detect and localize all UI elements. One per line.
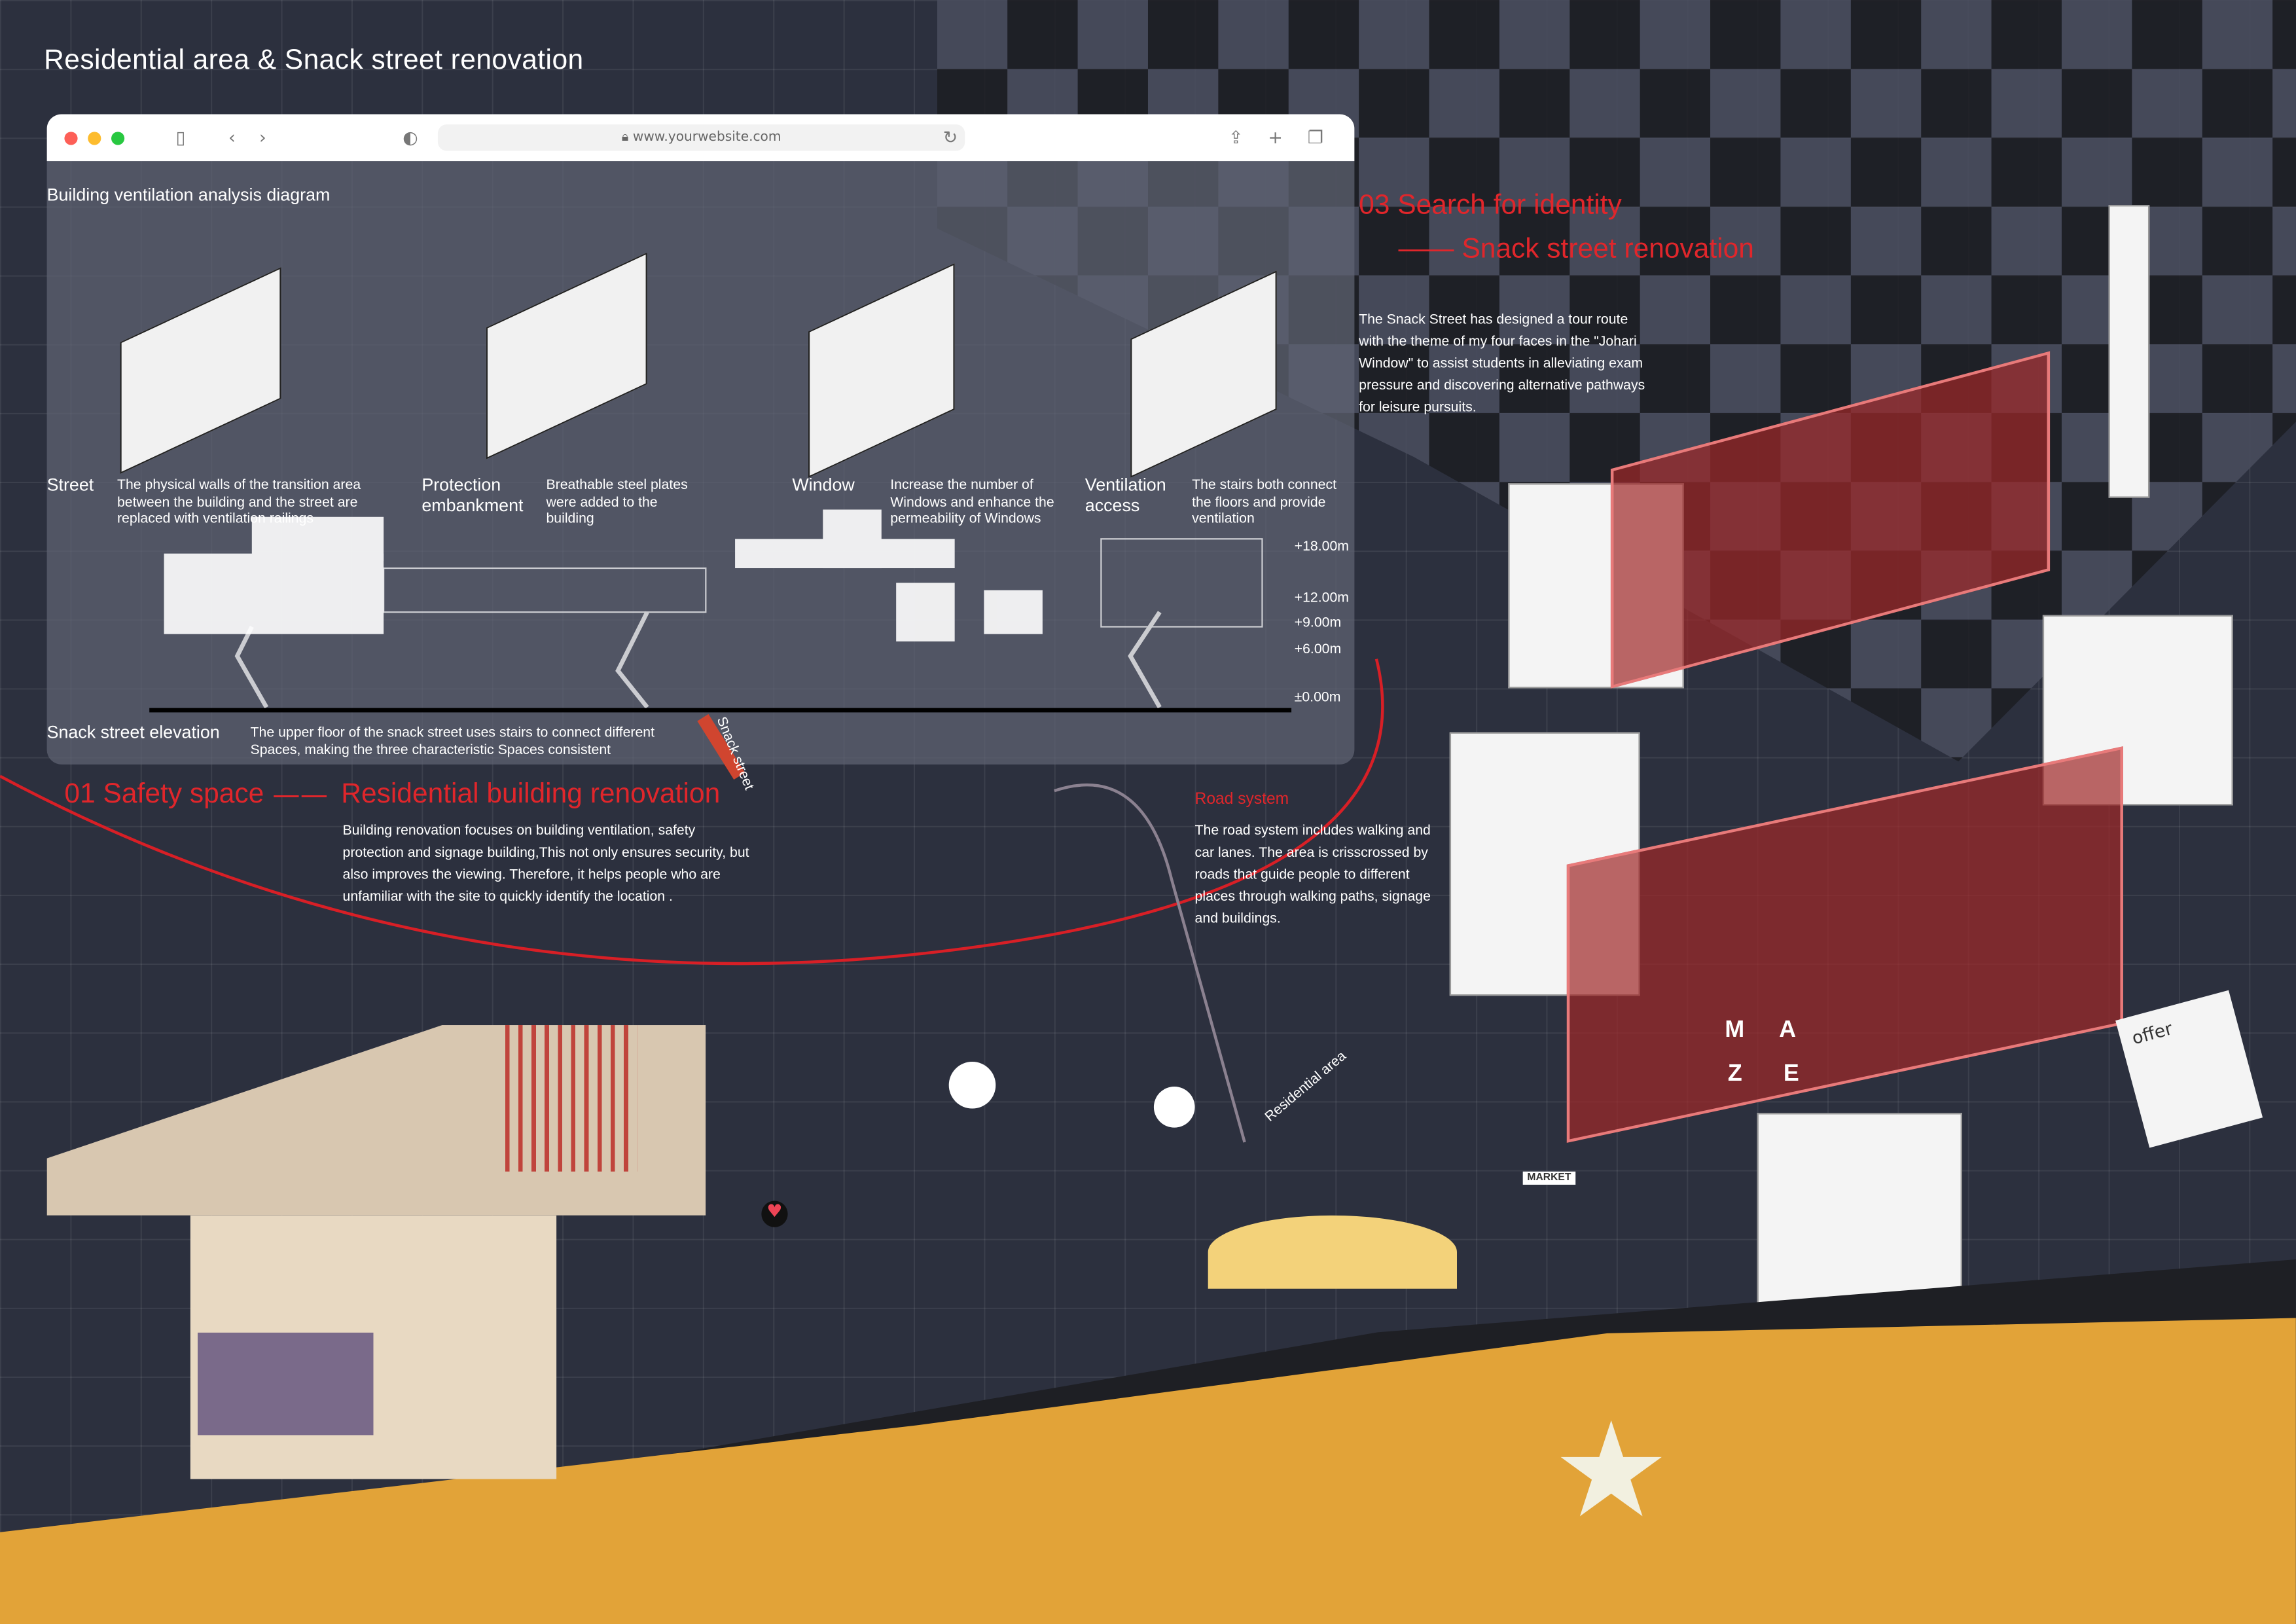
maze-sign-e: E [1783,1061,1799,1087]
desc-embankment: Breathable steel plates were added to th… [546,477,688,528]
label-ventilation: Ventilation access [1085,474,1166,516]
minimize-window-button[interactable] [88,132,101,145]
maximize-window-button[interactable] [111,132,125,145]
star-icon: ★ [1552,1394,1670,1548]
section03-title: 03 Search for identity [1359,190,1622,221]
road-desc: The road system includes walking and car… [1194,823,1431,928]
heart-sign-icon: ♥ [761,1200,788,1227]
maze-sign-z: Z [1727,1061,1742,1087]
level-18: +18.00m [1294,539,1350,555]
browser-toolbar: ▯ ‹ › ◐ 🔒︎ www.yourwebsite.com ↻ ⇪ + ❐ [46,114,1355,162]
market-sign: MARKET [1522,1171,1576,1185]
desc-window: Increase the number of Windows and enhan… [890,477,1054,528]
red-vent-railings [505,1025,637,1172]
graffiti-wall [198,1332,374,1435]
street-lamp [948,1061,996,1109]
maze-sign-m: M [1725,1017,1745,1043]
label-embankment: Protection embankment [422,474,524,516]
lock-icon: 🔒︎ [621,130,633,145]
elevation-label: Snack street elevation [46,721,220,743]
tower [2108,205,2150,498]
snack-street-elevation [149,509,1292,713]
close-window-button[interactable] [64,132,78,145]
section03-subtitle: —— Snack street renovation [1398,234,1754,265]
reload-icon[interactable]: ↻ [942,127,958,148]
street-lamp [1153,1087,1195,1128]
new-tab-icon[interactable]: + [1268,127,1283,148]
yellow-umbrella [1208,1215,1458,1289]
level-6: +6.00m [1294,641,1342,658]
elevation-desc: The upper floor of the snack street uses… [250,725,655,758]
level-12: +12.00m [1294,590,1350,607]
shield-icon: ◐ [403,127,418,148]
maze-sign-a: A [1779,1017,1797,1043]
label-window: Window [792,474,855,496]
level-0: ±0.00m [1294,689,1341,706]
section01-dash: —— [272,779,329,812]
desc-ventilation: The stairs both connect the floors and p… [1192,477,1337,528]
desc-street: The physical walls of the transition are… [117,477,361,528]
back-icon[interactable]: ‹ [228,127,236,148]
offer-text: offer [2130,1018,2175,1049]
sidebar-icon[interactable]: ▯ [175,127,186,148]
browser-window: ▯ ‹ › ◐ 🔒︎ www.yourwebsite.com ↻ ⇪ + ❐ B… [46,114,1355,765]
ventilation-heading: Building ventilation analysis diagram [46,184,331,206]
section01-title: 01 Safety space [64,779,264,810]
forward-icon[interactable]: › [259,127,266,148]
section01-subtitle: Residential building renovation [341,779,721,810]
poster-title: Residential area & Snack street renovati… [44,45,584,77]
label-street: Street [46,474,94,496]
level-9: +9.00m [1294,615,1342,632]
tabs-icon[interactable]: ❐ [1307,127,1323,148]
road-title: Road system [1194,791,1289,808]
section01-desc: Building renovation focuses on building … [342,823,749,905]
share-icon[interactable]: ⇪ [1229,127,1244,148]
url-text: www.yourwebsite.com [632,130,781,145]
address-bar[interactable]: 🔒︎ www.yourwebsite.com [437,124,965,151]
section03-desc: The Snack Street has designed a tour rou… [1359,312,1645,416]
